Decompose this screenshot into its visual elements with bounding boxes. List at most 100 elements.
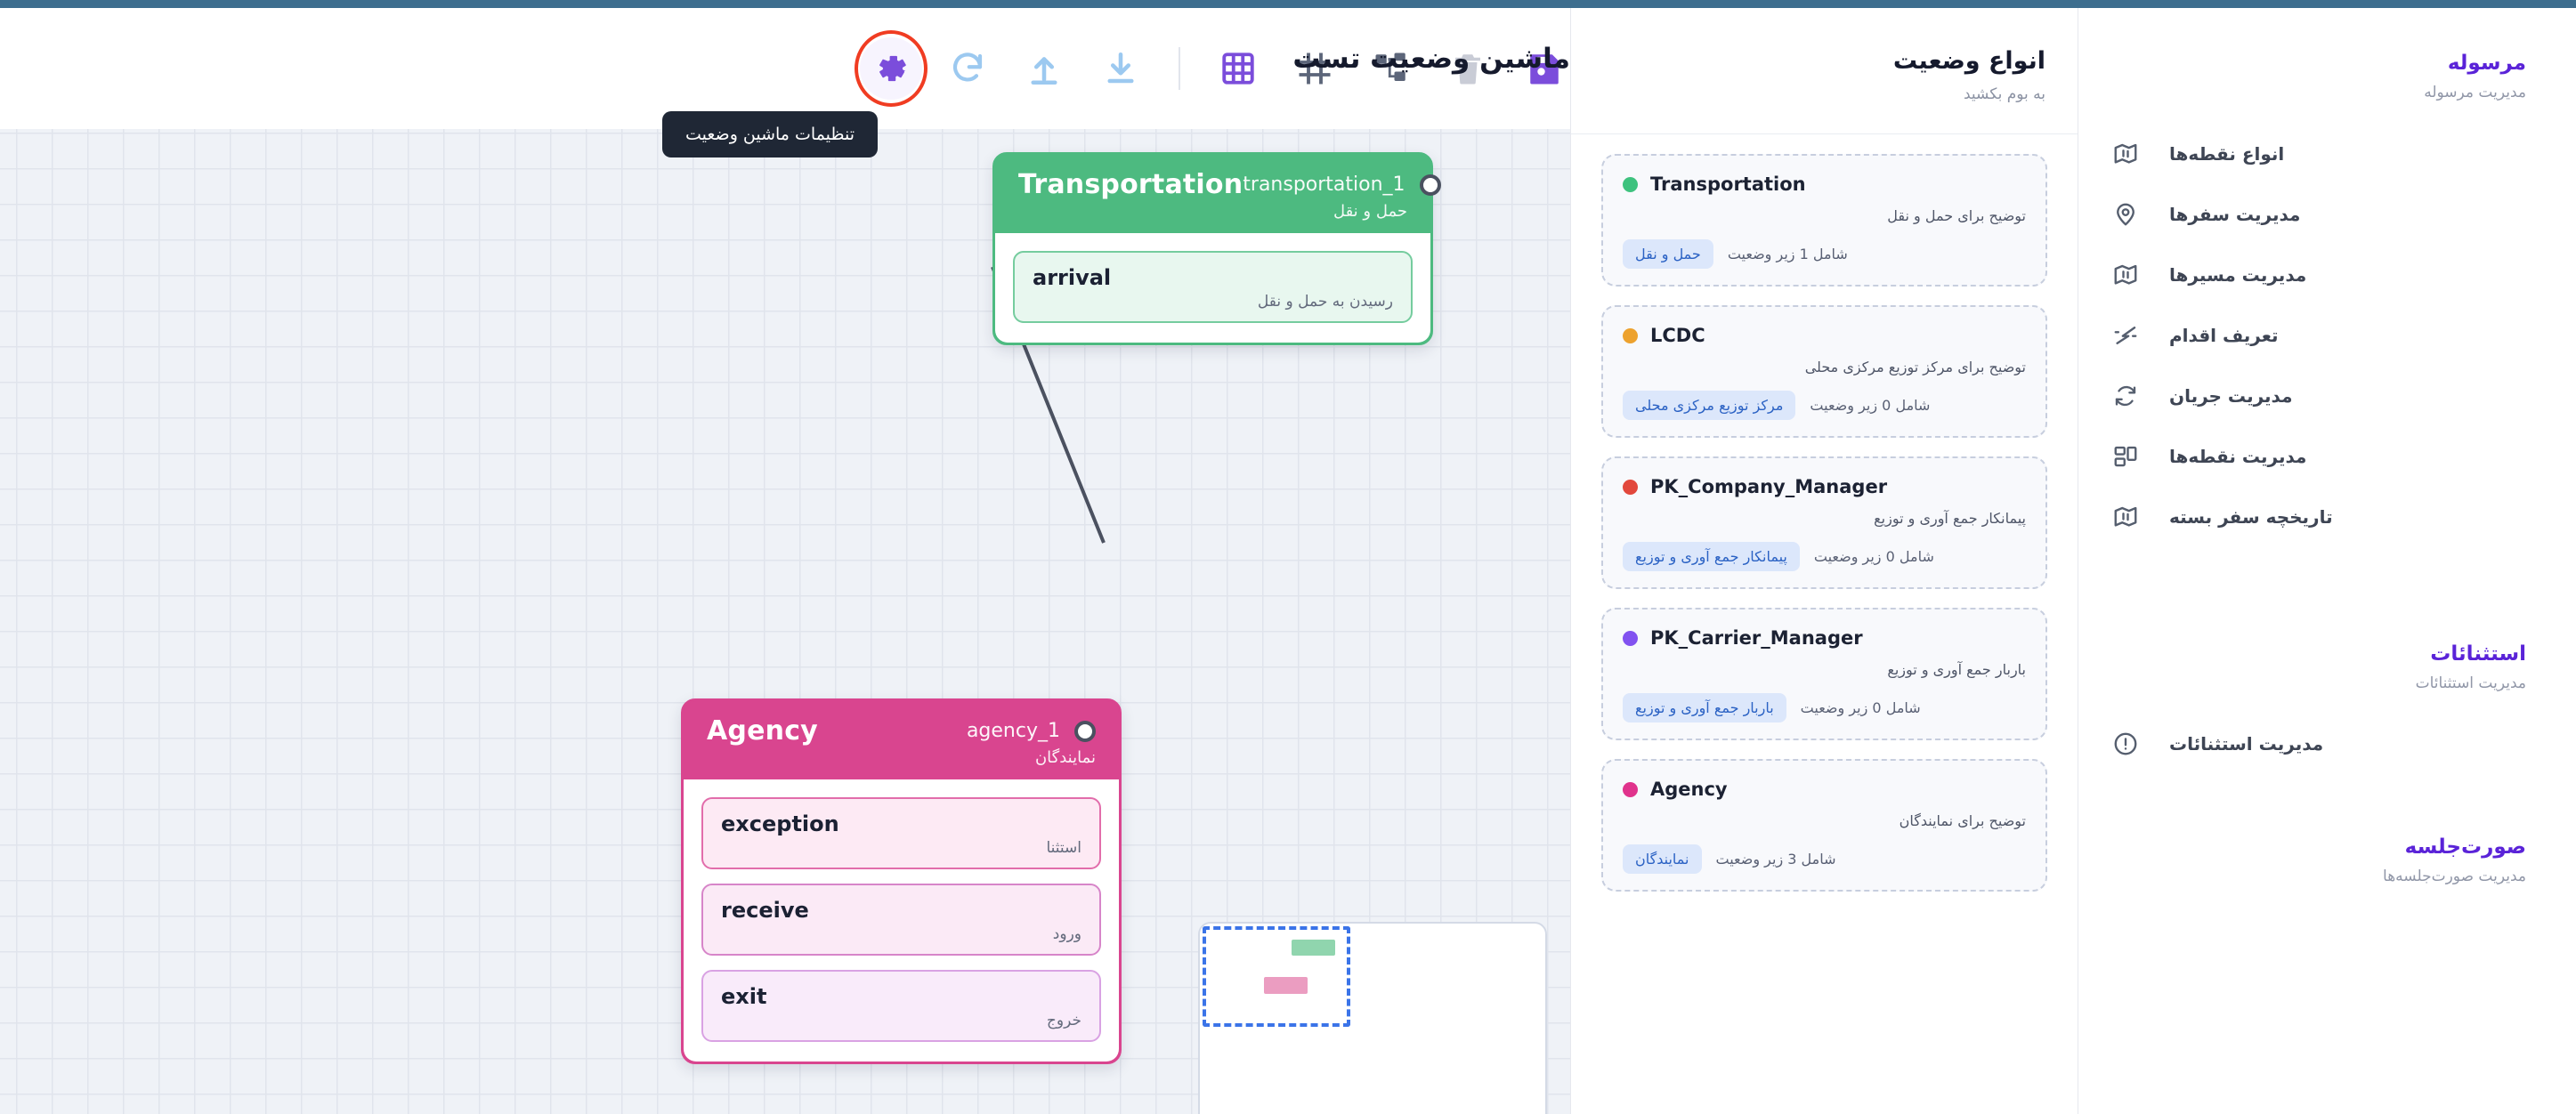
- status-type-description: پیمانکار جمع آوری و توزیع: [1874, 510, 2026, 528]
- auto-layout-button[interactable]: [1360, 37, 1422, 100]
- state-item[interactable]: exit خروج: [701, 970, 1101, 1042]
- sidebar-group-title: استثنائات: [2430, 642, 2526, 666]
- sidebar-group-exceptions: استثنائات مدیریت استثنائات مدیریت استثنا…: [2078, 642, 2576, 775]
- settings-button[interactable]: [855, 30, 928, 107]
- map-icon: [2105, 133, 2146, 174]
- sidebar-item-flow-management[interactable]: مدیریت جریان: [2078, 366, 2576, 426]
- layout-blocks-icon: [2105, 436, 2146, 477]
- sidebar-item-point-types[interactable]: انواع نقطه‌ها: [2078, 124, 2576, 184]
- sidebar-group-title: صورت‌جلسه: [2404, 836, 2526, 860]
- status-type-count: شامل 3 زیر وضعیت: [1715, 851, 1836, 868]
- state-name: arrival: [1033, 265, 1112, 290]
- sidebar-item-label: مدیریت نقطه‌ها: [2169, 445, 2307, 467]
- sidebar-item-label: مدیریت استثنائات: [2169, 733, 2324, 755]
- node-title: Agency: [707, 715, 818, 747]
- state-name: receive: [721, 898, 809, 923]
- status-type-count: شامل 1 زیر وضعیت: [1727, 246, 1848, 263]
- flow-canvas[interactable]: Transportation transportation_1 حمل و نق…: [0, 129, 1583, 1114]
- node-subtitle: حمل و نقل: [1333, 202, 1407, 221]
- minimap-node-agency: [1264, 977, 1308, 994]
- status-color-dot: [1623, 176, 1638, 192]
- node-body: exception استثنا receive ورود exit خروج: [684, 779, 1119, 1062]
- sidebar-item-action-definition[interactable]: تعریف اقدام: [2078, 305, 2576, 366]
- status-types-panel: انواع وضعیت به بوم بکشید Transportation …: [1570, 8, 2078, 1114]
- node-body: arrival رسیدن به حمل و نقل: [995, 233, 1430, 343]
- sidebar-item-point-management[interactable]: مدیریت نقطه‌ها: [2078, 426, 2576, 487]
- status-type-card[interactable]: PK_Carrier_Manager باربار جمع آوری و توز…: [1601, 608, 2047, 741]
- map-icon: [2105, 254, 2146, 295]
- status-types-list: Transportation توضیح برای حمل و نقل حمل …: [1571, 134, 2078, 1114]
- status-type-card[interactable]: LCDC توضیح برای مرکز توزیع مرکزی محلی مر…: [1601, 305, 2047, 439]
- status-type-chip: باربار جمع آوری و توزیع: [1623, 693, 1786, 723]
- export-button[interactable]: [1013, 37, 1075, 100]
- status-type-count: شامل 0 زیر وضعیت: [1813, 548, 1934, 566]
- status-type-chip: نمایندگان: [1623, 844, 1702, 875]
- status-color-dot: [1623, 327, 1638, 343]
- main-sidebar: مرسوله مدیریت مرسوله انواع نقطه‌ها مدیری…: [2078, 8, 2576, 1114]
- status-type-chip: پیمانکار جمع آوری و توزیع: [1623, 542, 1800, 572]
- state-desc: رسیدن به حمل و نقل: [1257, 293, 1393, 311]
- sidebar-item-trips[interactable]: مدیریت سفرها: [2078, 184, 2576, 245]
- status-types-title: انواع وضعیت: [1892, 47, 2045, 75]
- status-type-count: شامل 0 زیر وضعیت: [1800, 699, 1921, 717]
- node-connection-handle[interactable]: [1419, 174, 1441, 196]
- node-header: Transportation transportation_1 حمل و نق…: [995, 155, 1441, 233]
- sidebar-item-label: تاریخچه سفر بسته: [2169, 505, 2333, 528]
- flow-node-agency[interactable]: Agency agency_1 نمایندگان exception استث…: [681, 698, 1122, 1064]
- node-header: Agency agency_1 نمایندگان: [684, 701, 1119, 779]
- toolbar-divider: [1179, 47, 1180, 90]
- table-view-button[interactable]: [1207, 37, 1269, 100]
- sidebar-spacer: [2078, 556, 2576, 642]
- status-type-card[interactable]: Agency توضیح برای نمایندگان نمایندگان شا…: [1601, 759, 2047, 892]
- status-type-description: باربار جمع آوری و توزیع: [1887, 661, 2026, 679]
- sidebar-spacer: [2078, 783, 2576, 835]
- import-button[interactable]: [1090, 37, 1152, 100]
- sidebar-group-minutes: صورت‌جلسه مدیریت صورت‌جلسه‌ها: [2078, 835, 2576, 888]
- status-color-dot: [1623, 630, 1638, 646]
- status-color-dot: [1623, 479, 1638, 495]
- minimap-node-transportation: [1292, 940, 1335, 956]
- status-type-count: شامل 0 زیر وضعیت: [1810, 397, 1931, 415]
- state-item[interactable]: arrival رسیدن به حمل و نقل: [1013, 251, 1413, 323]
- sidebar-item-label: مدیریت سفرها: [2169, 203, 2301, 225]
- status-type-name: Agency: [1650, 779, 1728, 801]
- sidebar-item-routes[interactable]: مدیریت مسیرها: [2078, 245, 2576, 305]
- sidebar-item-exception-management[interactable]: مدیریت استثنائات: [2078, 714, 2576, 774]
- sidebar-group-parcel: مرسوله مدیریت مرسوله انواع نقطه‌ها مدیری…: [2078, 51, 2576, 547]
- status-type-name: Transportation: [1650, 174, 1806, 196]
- save-button[interactable]: [1513, 37, 1576, 100]
- node-subtitle: نمایندگان: [1034, 748, 1096, 767]
- sidebar-item-label: مدیریت مسیرها: [2169, 263, 2307, 286]
- grid-toggle-button[interactable]: [1284, 37, 1346, 100]
- sidebar-group-subtitle: مدیریت استثنائات: [2415, 674, 2526, 692]
- sidebar-group-subtitle: مدیریت صورت‌جلسه‌ها: [2383, 868, 2526, 886]
- status-type-chip: مرکز توزیع مرکزی محلی: [1623, 391, 1796, 421]
- sidebar-group-title: مرسوله: [2447, 52, 2526, 75]
- state-desc: خروج: [1046, 1012, 1081, 1029]
- status-type-chip: حمل و نقل: [1623, 239, 1713, 270]
- location-pin-icon: [2105, 194, 2146, 235]
- minimap-viewport-rect[interactable]: [1203, 926, 1350, 1027]
- status-type-card[interactable]: PK_Company_Manager پیمانکار جمع آوری و ت…: [1601, 456, 2047, 590]
- state-desc: ورود: [1052, 925, 1081, 943]
- canvas-minimap[interactable]: [1198, 922, 1547, 1114]
- refresh-button[interactable]: [936, 37, 999, 100]
- state-name: exception: [721, 811, 839, 836]
- status-type-description: توضیح برای حمل و نقل: [1887, 207, 2026, 225]
- status-type-card[interactable]: Transportation توضیح برای حمل و نقل حمل …: [1601, 154, 2047, 287]
- sidebar-group-subtitle: مدیریت مرسوله: [2424, 83, 2526, 101]
- status-types-subtitle: به بوم بکشید: [1963, 85, 2045, 104]
- node-key: agency_1: [966, 720, 1060, 742]
- flow-node-transportation[interactable]: Transportation transportation_1 حمل و نق…: [992, 152, 1441, 345]
- state-item[interactable]: receive ورود: [701, 884, 1101, 956]
- status-types-header: انواع وضعیت به بوم بکشید: [1571, 8, 2078, 135]
- node-key: transportation_1: [1243, 174, 1405, 196]
- state-item[interactable]: exception استثنا: [701, 797, 1101, 869]
- sidebar-item-label: مدیریت جریان: [2169, 384, 2293, 407]
- editor-toolbar: [0, 8, 1583, 129]
- sidebar-item-parcel-trip-history[interactable]: تاریخچه سفر بسته: [2078, 487, 2576, 547]
- alert-circle-icon: [2105, 723, 2146, 764]
- delete-button[interactable]: [1437, 37, 1499, 100]
- status-type-description: توضیح برای نمایندگان: [1899, 812, 2026, 830]
- node-connection-handle[interactable]: [1074, 720, 1096, 742]
